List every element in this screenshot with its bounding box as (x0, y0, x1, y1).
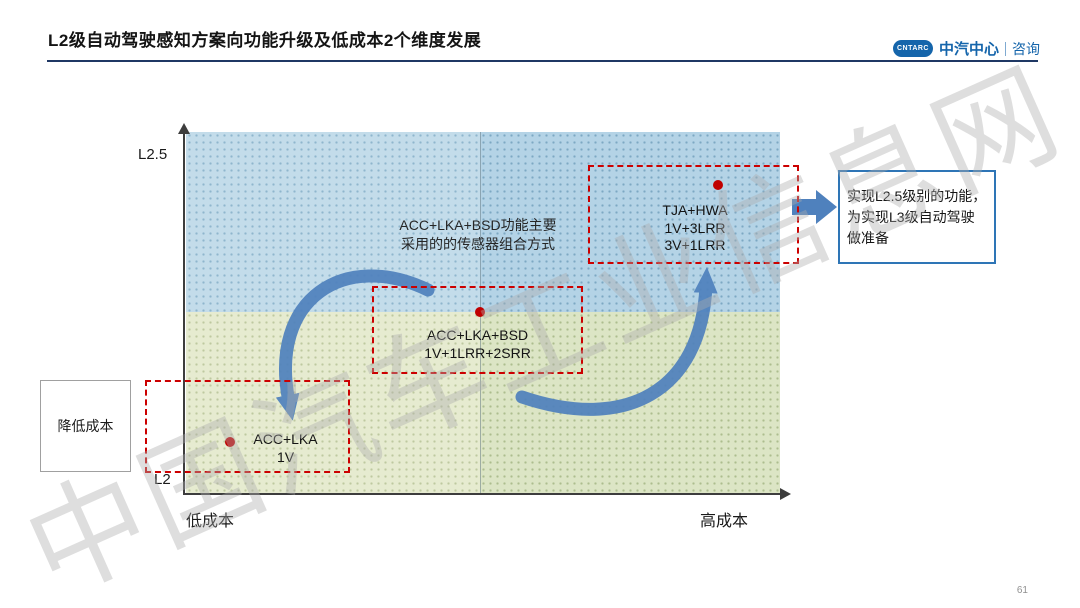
point-label-acc-lka-bsd: ACC+LKA+BSD 1V+1LRR+2SRR (382, 327, 573, 362)
y-axis-label-l25: L2.5 (138, 146, 168, 163)
logo-name: 中汽中心 (938, 41, 999, 58)
title-underline (47, 60, 1038, 62)
page-number: 61 (1016, 585, 1028, 596)
cost-reduction-note-text: 降低成本 (57, 418, 114, 434)
sensor-annotation: ACC+LKA+BSD功能主要 采用的的传感器组合方式 (358, 216, 598, 254)
point-sensors: 3V+1LRR (664, 237, 726, 253)
y-axis (183, 134, 185, 494)
x-axis-label-low-cost: 低成本 (186, 513, 235, 530)
sensor-annotation-line2: 采用的的传感器组合方式 (401, 235, 555, 252)
page-title: L2级自动驾驶感知方案向功能升级及低成本2个维度发展 (48, 31, 482, 50)
point-sensors: 1V (276, 448, 295, 465)
point-name: TJA+HWA (662, 202, 728, 218)
dashed-box-acc-lka (145, 380, 350, 473)
point-dot-acc-lka (225, 437, 235, 447)
logo-suffix: 咨询 (1012, 40, 1040, 57)
x-axis-arrow-icon (780, 488, 791, 500)
plot-background-blue-left (186, 132, 480, 312)
point-sensors: 1V+3LRR (664, 219, 726, 236)
x-axis (183, 493, 781, 495)
logo-badge-icon: CNTARC (892, 40, 933, 57)
x-axis-label-high-cost: 高成本 (700, 513, 749, 530)
l25-goal-note-text: 实现L2.5级别的功能，为实现L3级自动驾驶做准备 (847, 187, 987, 246)
cost-reduction-note: 降低成本 (40, 380, 131, 472)
logo-divider (1005, 41, 1006, 56)
point-label-acc-lka: ACC+LKA 1V (238, 431, 333, 466)
point-name: ACC+LKA+BSD (426, 327, 529, 343)
company-logo: CNTARC 中汽中心 咨询 (892, 38, 1040, 59)
point-dot-tja-hwa (713, 180, 723, 190)
y-axis-arrow-icon (178, 123, 190, 134)
point-sensors: 1V+1LRR+2SRR (424, 344, 531, 361)
point-name: ACC+LKA (253, 431, 318, 447)
point-dot-acc-lka-bsd (475, 307, 485, 317)
y-axis-label-l2: L2 (154, 471, 171, 488)
l25-goal-note: 实现L2.5级别的功能，为实现L3级自动驾驶做准备 (838, 170, 996, 264)
sensor-annotation-line1: ACC+LKA+BSD功能主要 (399, 217, 557, 233)
point-label-tja-hwa: TJA+HWA 1V+3LRR 3V+1LRR (605, 202, 785, 255)
